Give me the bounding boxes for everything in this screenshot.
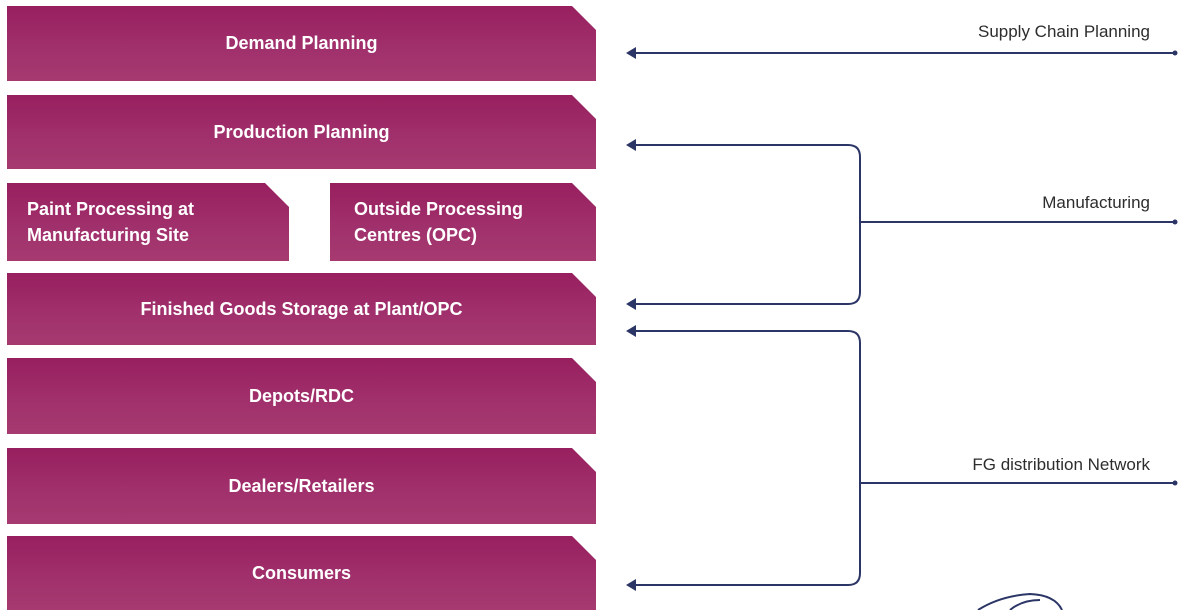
finished-goods-storage-block: Finished Goods Storage at Plant/OPC bbox=[7, 273, 596, 345]
dealers-block: Dealers/Retailers bbox=[7, 448, 596, 524]
supply-chain-planning-label: Supply Chain Planning bbox=[977, 22, 1150, 41]
production-planning-block: Production Planning bbox=[7, 95, 596, 169]
fg-distribution-bracket bbox=[636, 330, 861, 586]
paint-processing-label: Paint Processing at Manufacturing Site bbox=[27, 198, 195, 245]
arrow-head-icon bbox=[626, 325, 636, 337]
depots-label: Depots/RDC bbox=[248, 385, 354, 406]
consumers-block: Consumers bbox=[7, 536, 596, 610]
manufacturing-bracket bbox=[636, 144, 861, 305]
demand-planning-label: Demand Planning bbox=[225, 33, 378, 54]
finished-goods-storage-label: Finished Goods Storage at Plant/OPC bbox=[140, 298, 463, 319]
demand-planning-block: Demand Planning bbox=[7, 6, 596, 81]
arrow-head-icon bbox=[626, 579, 636, 591]
endpoint-dot-icon bbox=[1172, 219, 1178, 225]
depots-block: Depots/RDC bbox=[7, 358, 596, 434]
fg-distribution-label: FG distribution Network bbox=[972, 455, 1150, 474]
dealers-label: Dealers/Retailers bbox=[228, 475, 375, 496]
production-planning-label: Production Planning bbox=[213, 121, 390, 142]
decorative-curve-inner bbox=[1009, 599, 1041, 610]
endpoint-dot-icon bbox=[1172, 480, 1178, 486]
endpoint-dot-icon bbox=[1172, 50, 1178, 56]
manufacturing-label: Manufacturing bbox=[1042, 193, 1150, 212]
outside-processing-block: Outside Processing Centres (OPC) bbox=[330, 183, 596, 261]
outside-processing-label: Outside Processing Centres (OPC) bbox=[354, 198, 524, 245]
arrow-head-icon bbox=[626, 298, 636, 310]
arrow-head-icon bbox=[626, 139, 636, 151]
consumers-label: Consumers bbox=[251, 562, 352, 583]
paint-processing-block: Paint Processing at Manufacturing Site bbox=[7, 183, 289, 261]
arrow-head-icon bbox=[626, 47, 636, 59]
decorative-curve bbox=[977, 592, 1063, 610]
